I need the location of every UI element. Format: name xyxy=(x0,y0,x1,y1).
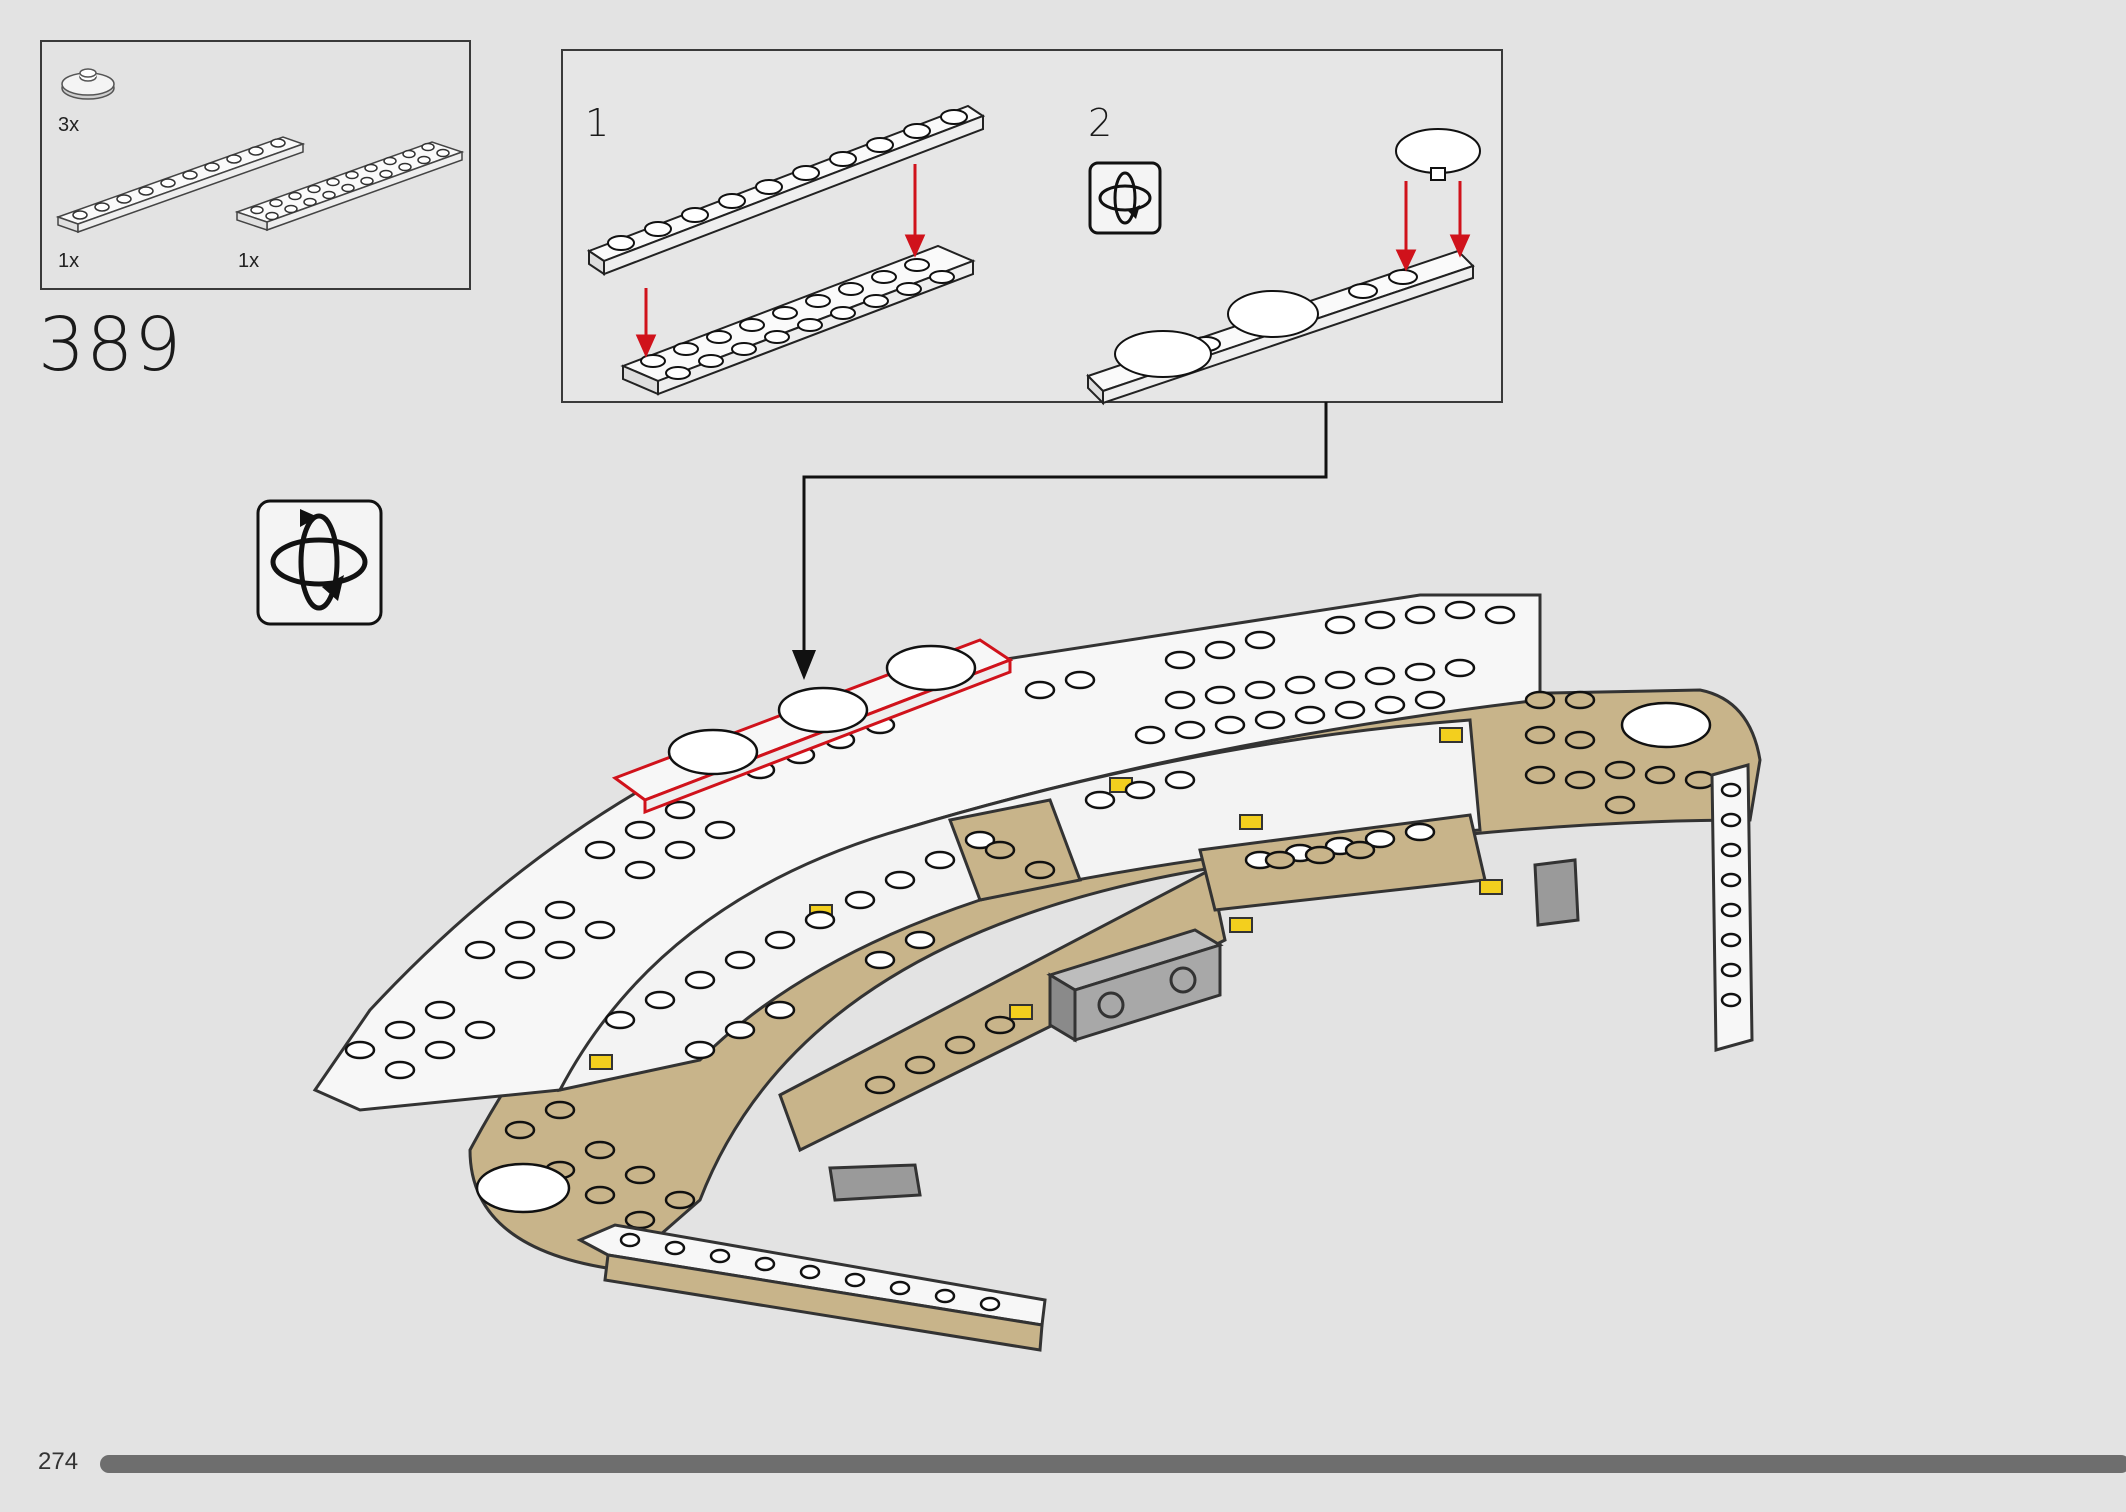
page-number: 274 xyxy=(38,1448,79,1475)
parts-list-box: 3x 1x 1x xyxy=(40,40,471,290)
part-quantity: 3x xyxy=(58,114,80,136)
plate-2x10-icon xyxy=(234,141,465,232)
substep-number: 1 xyxy=(585,101,610,145)
substep-1-illustration xyxy=(586,104,986,396)
round-tile-icon xyxy=(61,68,115,100)
substep-number: 2 xyxy=(1088,101,1113,145)
part-quantity: 1x xyxy=(238,250,260,272)
rotate-model-icon xyxy=(256,499,383,626)
rotate-model-icon xyxy=(1088,161,1162,235)
page-progress-bar xyxy=(100,1455,2126,1473)
plate-1x10-icon xyxy=(55,136,306,234)
substep-2-illustration xyxy=(1086,128,1481,406)
part-quantity: 1x xyxy=(58,250,80,272)
step-number: 389 xyxy=(38,302,183,388)
substep-callout: 1 2 xyxy=(561,49,1503,406)
